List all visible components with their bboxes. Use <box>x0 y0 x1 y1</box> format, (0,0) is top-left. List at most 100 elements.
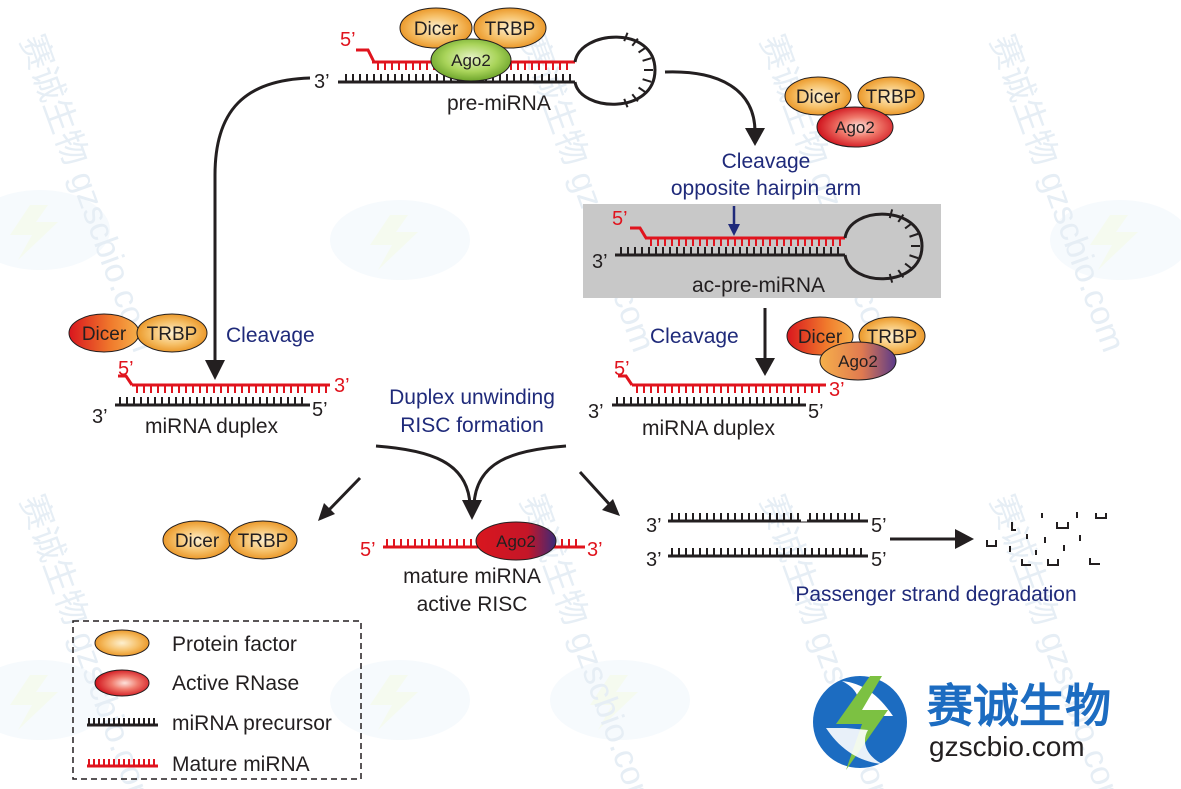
passenger-strands: 3’ 5’ 3’ 5’ <box>646 513 887 571</box>
passenger-degradation-label: Passenger strand degradation <box>795 583 1076 606</box>
five-prime-label: 5’ <box>808 401 824 423</box>
arrow-to-passenger <box>578 470 612 507</box>
base-tick <box>631 38 639 47</box>
watermark-text: 赛诚生物 gzscbio.com <box>982 30 1132 357</box>
svg-text:Dicer: Dicer <box>414 19 459 40</box>
pre-mirna-label: pre-miRNA <box>447 92 551 115</box>
dicer-active-protein: Dicer <box>68 313 140 353</box>
watermark-logo-icon <box>330 660 470 740</box>
svg-text:Ago2: Ago2 <box>838 352 878 371</box>
base-tick <box>642 57 652 62</box>
five-prime-label: 5’ <box>360 539 376 561</box>
base-tick <box>904 262 913 270</box>
legend: Protein factor Active RNase miRNA precur… <box>72 620 362 780</box>
base-tick <box>897 213 905 223</box>
base-tick <box>904 222 913 230</box>
mirna-duplex-right: 5’ 3’ 3’ 5’ miRNA duplex <box>588 358 845 440</box>
watermark-logo-icon <box>330 200 470 280</box>
five-prime-label: 5’ <box>871 515 887 537</box>
svg-text:Dicer: Dicer <box>82 324 127 345</box>
watermark-logo-icon <box>0 660 110 740</box>
base-tick <box>631 93 639 102</box>
ago2-risc-protein: Ago2 <box>475 521 557 561</box>
base-tick <box>623 98 629 108</box>
base-tick <box>642 78 652 83</box>
three-prime-label: 3’ <box>592 251 608 273</box>
hairpin-loop <box>573 32 657 108</box>
svg-text:Ago2: Ago2 <box>835 118 875 137</box>
dicer-protein: Dicer <box>399 7 473 49</box>
arrow-unwinding-left <box>375 444 472 506</box>
mature-mirna-label: mature miRNA <box>403 565 541 588</box>
cleavage-label-left: Cleavage <box>226 324 315 347</box>
three-prime-label: 3’ <box>314 71 330 93</box>
legend-item-protein-factor: Protein factor <box>94 629 297 657</box>
arrow-head <box>745 128 765 146</box>
ago2-active-protein: Ago2 <box>819 341 897 381</box>
arrow-head <box>318 503 335 521</box>
five-prime-label: 5’ <box>340 29 356 51</box>
three-prime-label: 3’ <box>646 549 662 571</box>
five-prime-label: 5’ <box>612 208 628 230</box>
base-tick <box>638 86 647 94</box>
watermark-logo-icon <box>1050 200 1181 280</box>
svg-text:Dicer: Dicer <box>796 87 841 108</box>
svg-text:Ago2: Ago2 <box>451 51 491 70</box>
base-tick <box>638 46 647 54</box>
arrow-head <box>602 499 620 516</box>
svg-text:Dicer: Dicer <box>798 327 843 348</box>
cleavage-opposite-label: Cleavage <box>722 150 811 173</box>
arrow-head <box>462 500 482 520</box>
trbp-protein: TRBP <box>473 7 547 49</box>
mirna-duplex-label: miRNA duplex <box>642 417 776 440</box>
svg-text:TRBP: TRBP <box>238 531 289 552</box>
svg-text:TRBP: TRBP <box>866 87 917 108</box>
mature-mirna-risc: Ago2 5’ 3’ mature miRNA active RISC <box>360 521 603 616</box>
ac-pre-mirna-label: ac-pre-miRNA <box>692 274 825 297</box>
duplex-unwinding-label: Duplex unwinding <box>389 386 555 409</box>
arrow-head <box>755 358 775 376</box>
svg-text:Mature miRNA: Mature miRNA <box>172 753 310 776</box>
base-tick <box>909 232 919 238</box>
five-prime-label: 5’ <box>871 549 887 571</box>
arrow-right-path <box>664 70 757 133</box>
degraded-fragments <box>986 512 1107 566</box>
base-tick <box>909 254 919 260</box>
three-prime-label: 3’ <box>334 375 350 397</box>
dicer-protein: Dicer <box>784 76 852 116</box>
five-prime-label: 5’ <box>312 399 328 421</box>
ago2-protein: Ago2 <box>430 38 512 82</box>
cleavage-label-right: Cleavage <box>650 325 739 348</box>
svg-text:Ago2: Ago2 <box>496 532 536 551</box>
three-prime-label: 3’ <box>588 401 604 423</box>
arrow-unwinding-right <box>472 444 567 506</box>
svg-text:miRNA precursor: miRNA precursor <box>172 712 332 735</box>
brand-domain: gzscbio.com <box>929 731 1085 762</box>
mirna-duplex-label: miRNA duplex <box>145 415 279 438</box>
base-tick <box>897 269 905 279</box>
legend-item-mature-mirna: Mature miRNA <box>87 753 310 776</box>
three-prime-label: 3’ <box>646 515 662 537</box>
active-rnase-icon <box>94 669 150 697</box>
svg-text:Active RNase: Active RNase <box>172 672 299 695</box>
brand-logo-icon <box>813 676 907 770</box>
arrow-left-path <box>213 76 311 368</box>
watermark-logo-icon <box>0 190 110 270</box>
three-prime-label: 3’ <box>587 539 603 561</box>
arrow-head <box>955 529 974 549</box>
three-prime-label: 3’ <box>92 406 108 428</box>
three-prime-label: 3’ <box>829 379 845 401</box>
base-tick <box>888 209 894 219</box>
active-risc-label: active RISC <box>417 593 528 616</box>
dicer-protein: Dicer <box>162 520 232 560</box>
ago2-rnase-protein: Ago2 <box>816 106 894 148</box>
arrow-head <box>205 360 225 380</box>
pre-mirna-group: 5’ 3’ pre-miRNA Dicer TRBP Ago2 <box>314 7 657 115</box>
five-prime-label: 5’ <box>118 358 134 380</box>
trbp-protein: TRBP <box>136 313 208 353</box>
svg-text:Protein factor: Protein factor <box>172 633 297 656</box>
brand-logo: 赛诚生物 gzscbio.com <box>813 676 1111 770</box>
mirna-duplex-left: 5’ 3’ 3’ 5’ miRNA duplex <box>92 358 350 438</box>
ac-pre-mirna-group: 5’ 3’ ac-pre-miRNA <box>583 204 941 298</box>
